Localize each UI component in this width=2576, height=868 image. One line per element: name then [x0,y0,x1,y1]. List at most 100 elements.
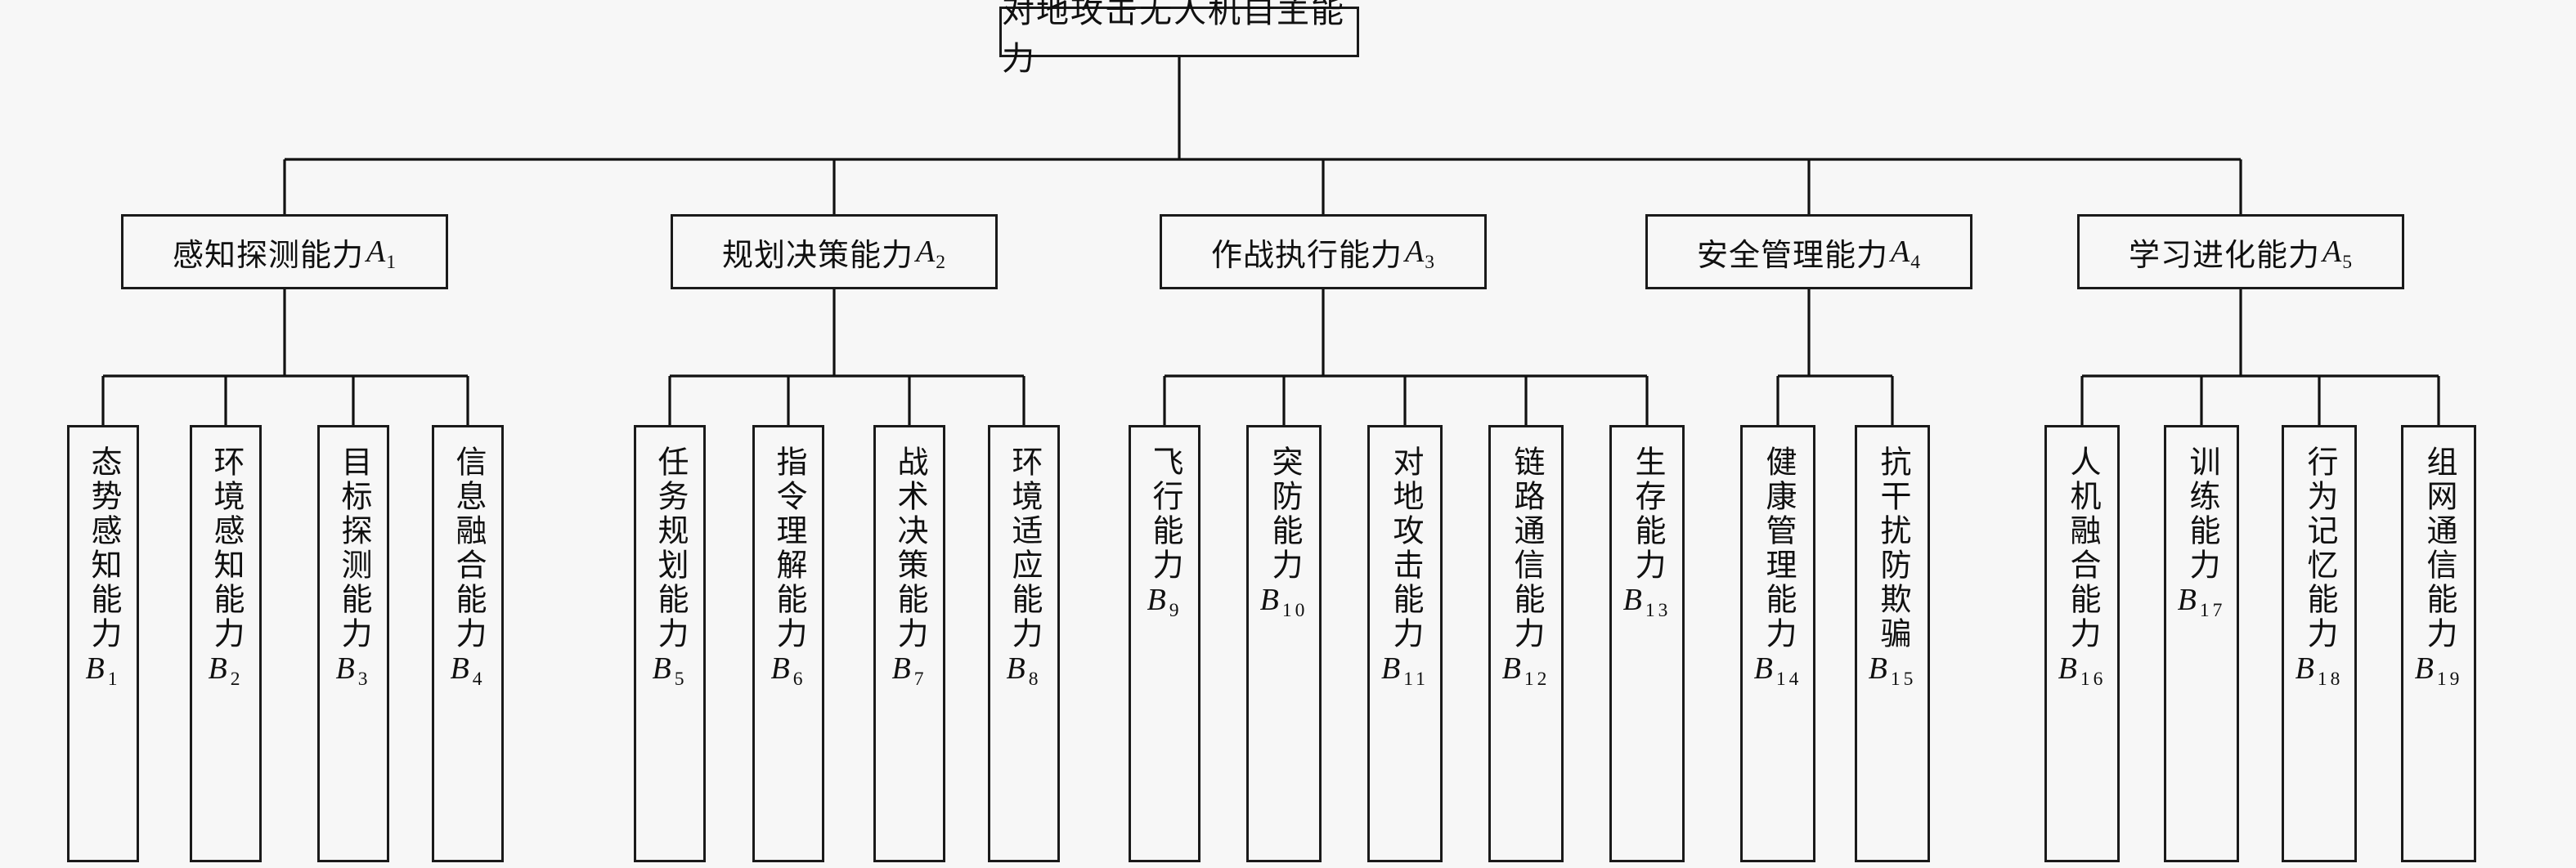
leaf-char: 力 [653,617,688,651]
leaf-char: 康 [1760,480,1795,514]
leaf-char: 地 [1388,480,1422,514]
leaf-char: 力 [2301,617,2336,651]
leaf-char: 知 [86,548,121,583]
leaf-char: 扰 [1874,514,1910,548]
leaf-node-b5[interactable]: 任务规划能力B5 [634,425,706,862]
level2-node-label: 学习进化能力 [2128,238,2320,273]
leaf-node-b6[interactable]: 指令理解能力B6 [752,425,824,862]
leaf-node-b9[interactable]: 飞行能力B9 [1129,425,1200,862]
leaf-node-b11[interactable]: 对地攻击能力B11 [1367,425,1443,862]
leaf-node-b14[interactable]: 健康管理能力B14 [1740,425,1815,862]
leaf-node-label: 行为记忆能力B18 [2296,445,2344,690]
leaf-char: 策 [892,548,927,583]
leaf-char: 规 [653,514,688,548]
leaf-char: 能 [1147,514,1183,548]
leaf-char: 练 [2183,480,2219,514]
leaf-node-b17[interactable]: 训练能力B17 [2164,425,2239,862]
leaf-char: 行 [2301,445,2336,480]
leaf-node-label: 突防能力B10 [1260,445,1308,621]
leaf-node-b2[interactable]: 环境感知能力B2 [190,425,262,862]
leaf-char: 攻 [1388,514,1422,548]
leaf-char: 对 [1388,445,1422,480]
leaf-char: 信 [451,445,486,480]
leaf-char: 能 [209,583,244,617]
leaf-char: 机 [2064,480,2099,514]
leaf-node-label: 生存能力B13 [1623,445,1672,621]
leaf-char: 环 [209,445,244,480]
leaf-char: 力 [86,617,121,651]
leaf-char: 务 [653,480,688,514]
leaf-node-b12[interactable]: 链路通信能力B12 [1488,425,1564,862]
node-code: B2 [208,651,244,690]
node-code: B3 [335,651,371,690]
leaf-char: 融 [451,514,486,548]
leaf-char: 力 [892,617,927,651]
level2-node-label: 感知探测能力 [172,238,364,273]
leaf-char: 境 [209,480,244,514]
leaf-node-b13[interactable]: 生存能力B13 [1609,425,1685,862]
leaf-char: 力 [1266,548,1301,583]
leaf-node-b3[interactable]: 目标探测能力B3 [317,425,389,862]
leaf-char: 干 [1874,480,1910,514]
leaf-char: 环 [1007,445,1042,480]
leaf-char: 能 [86,583,121,617]
leaf-char: 力 [2183,548,2219,583]
leaf-char: 融 [2064,514,2099,548]
leaf-char: 划 [653,548,688,583]
leaf-node-label: 组网通信能力B19 [2415,445,2463,690]
leaf-char: 击 [1388,548,1422,583]
leaf-char: 力 [2064,617,2099,651]
leaf-char: 为 [2301,480,2336,514]
leaf-node-b8[interactable]: 环境适应能力B8 [988,425,1060,862]
leaf-node-label: 飞行能力B9 [1147,445,1183,621]
leaf-char: 通 [2421,514,2456,548]
leaf-char: 训 [2183,445,2219,480]
leaf-node-label: 环境感知能力B2 [208,445,244,690]
leaf-char: 力 [771,617,806,651]
leaf-node-label: 指令理解能力B6 [770,445,806,690]
leaf-char: 适 [1007,514,1042,548]
leaf-char: 感 [209,514,244,548]
leaf-node-b7[interactable]: 战术决策能力B7 [873,425,945,862]
node-code: B11 [1381,651,1429,690]
leaf-char: 术 [892,480,927,514]
leaf-char: 测 [336,548,371,583]
leaf-node-label: 信息融合能力B4 [450,445,486,690]
leaf-node-b18[interactable]: 行为记忆能力B18 [2282,425,2357,862]
leaf-char: 能 [2183,514,2219,548]
root-node[interactable]: 对地攻击无人机自主能力 [999,0,1359,77]
leaf-char: 力 [209,617,244,651]
leaf-char: 理 [771,514,806,548]
level2-node-label: 规划决策能力 [721,238,913,273]
leaf-char: 力 [1508,617,1543,651]
leaf-char: 力 [1388,617,1422,651]
leaf-node-b10[interactable]: 突防能力B10 [1246,425,1322,862]
leaf-char: 防 [1266,480,1301,514]
node-code: B17 [2177,583,2226,621]
leaf-char: 力 [1760,617,1795,651]
leaf-char: 能 [1266,514,1301,548]
leaf-char: 合 [451,548,486,583]
leaf-char: 忆 [2301,548,2336,583]
leaf-char: 能 [2301,583,2336,617]
leaf-char: 生 [1629,445,1664,480]
leaf-node-b15[interactable]: 抗干扰防欺骗B15 [1855,425,1930,862]
leaf-char: 态 [86,445,121,480]
node-code: A4 [1891,235,1921,273]
leaf-node-b19[interactable]: 组网通信能力B19 [2401,425,2476,862]
node-code: A1 [366,235,397,273]
leaf-node-b1[interactable]: 态势感知能力B1 [67,425,139,862]
leaf-char: 决 [892,514,927,548]
leaf-node-b16[interactable]: 人机融合能力B16 [2044,425,2120,862]
leaf-char: 存 [1629,480,1664,514]
node-code: B4 [450,651,486,690]
leaf-char: 能 [336,583,371,617]
leaf-node-b4[interactable]: 信息融合能力B4 [432,425,504,862]
leaf-char: 力 [1629,548,1664,583]
